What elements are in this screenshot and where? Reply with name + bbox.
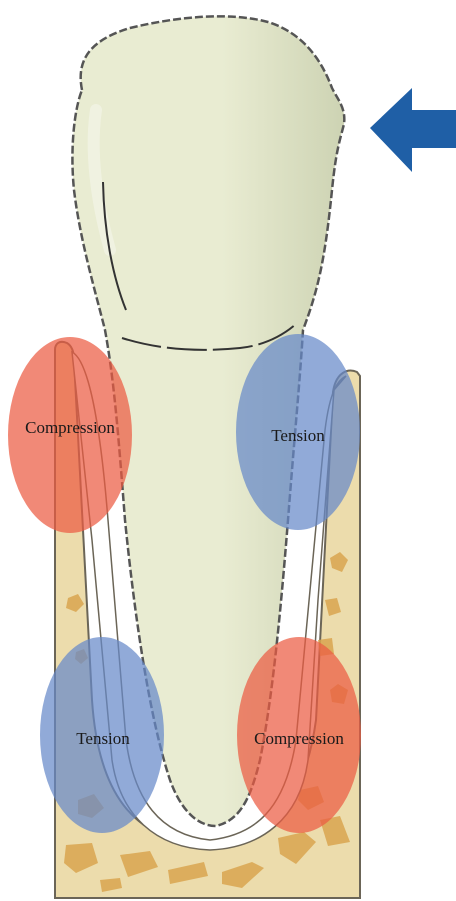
zone-label-compression-upper-left: Compression: [25, 418, 115, 437]
left-arrow-icon: [370, 88, 456, 172]
zone-label-compression-lower-right: Compression: [254, 729, 344, 748]
zone-label-tension-lower-left: Tension: [76, 729, 130, 748]
zone-label-tension-upper-right: Tension: [271, 426, 325, 445]
